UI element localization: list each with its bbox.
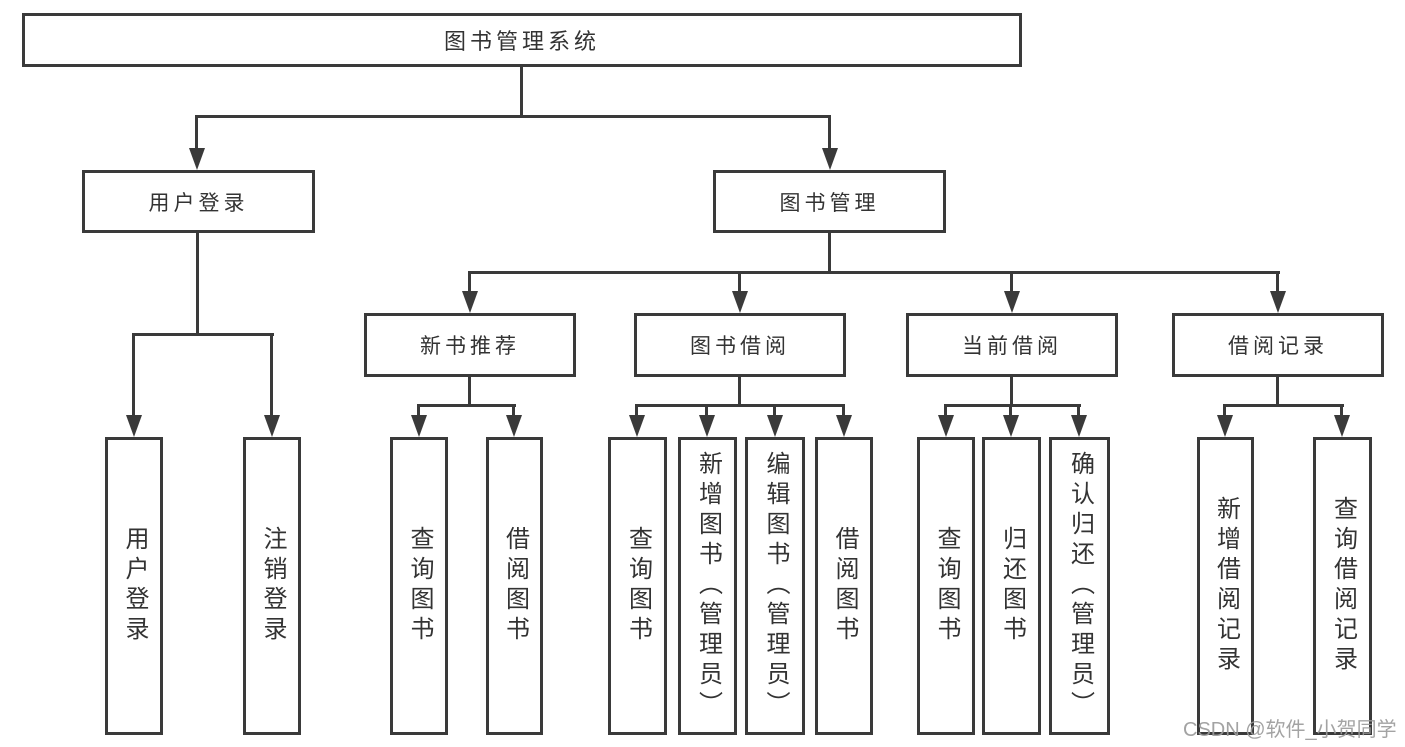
connector-line	[520, 66, 523, 118]
node-leaf-query-books-current: 查询图书	[917, 437, 975, 735]
arrow-down-icon	[732, 291, 748, 313]
connector-line	[773, 404, 776, 417]
node-user-login: 用户登录	[82, 170, 315, 233]
node-label: 编辑图书（管理员）	[762, 451, 789, 721]
arrow-down-icon	[822, 148, 838, 170]
connector-line	[1010, 376, 1013, 407]
connector-line	[132, 333, 274, 336]
connector-line	[635, 404, 845, 407]
connector-line	[1276, 376, 1279, 407]
arrow-down-icon	[1071, 415, 1087, 437]
connector-line	[1077, 404, 1080, 417]
node-current-borrowing: 当前借阅	[906, 313, 1118, 377]
connector-line	[270, 333, 273, 417]
node-label: 新书推荐	[420, 335, 520, 358]
connector-line	[1276, 271, 1279, 293]
arrow-down-icon	[126, 415, 142, 437]
node-leaf-add-borrow-record: 新增借阅记录	[1197, 437, 1254, 735]
node-book-management: 图书管理	[713, 170, 946, 233]
connector-line	[1223, 404, 1344, 407]
arrow-down-icon	[264, 415, 280, 437]
node-leaf-query-books-borrowing: 查询图书	[608, 437, 667, 735]
connector-line	[468, 271, 1280, 274]
connector-line	[1340, 404, 1343, 417]
node-leaf-confirm-return-admin: 确认归还（管理员）	[1049, 437, 1110, 735]
connector-line	[738, 271, 741, 293]
connector-line	[1009, 404, 1012, 417]
arrow-down-icon	[189, 148, 205, 170]
arrow-down-icon	[1003, 415, 1019, 437]
connector-line	[1223, 404, 1226, 417]
node-root-label: 图书管理系统	[443, 29, 600, 54]
connector-line	[417, 404, 516, 407]
node-label: 归还图书	[998, 526, 1026, 646]
connector-line	[195, 115, 198, 150]
node-borrowing-records: 借阅记录	[1172, 313, 1384, 377]
node-label: 借阅记录	[1228, 335, 1328, 358]
arrow-down-icon	[938, 415, 954, 437]
arrow-down-icon	[629, 415, 645, 437]
node-label: 确认归还（管理员）	[1066, 451, 1094, 721]
node-leaf-logout: 注销登录	[243, 437, 301, 735]
node-label: 查询图书	[933, 526, 960, 646]
node-label: 注销登录	[259, 526, 286, 646]
node-leaf-add-book-admin: 新增图书（管理员）	[678, 437, 737, 735]
connector-line	[842, 404, 845, 417]
node-label: 用户登录	[148, 191, 249, 215]
arrow-down-icon	[1217, 415, 1233, 437]
node-leaf-query-borrow-record: 查询借阅记录	[1313, 437, 1372, 735]
node-label: 查询图书	[624, 526, 652, 646]
connector-line	[738, 376, 741, 407]
arrow-down-icon	[1334, 415, 1350, 437]
node-label: 借阅图书	[831, 526, 858, 646]
node-label: 当前借阅	[962, 335, 1062, 358]
node-root: 图书管理系统	[22, 13, 1022, 67]
connector-line	[828, 115, 831, 150]
connector-line	[1010, 271, 1013, 293]
connector-line	[705, 404, 708, 417]
node-label: 新增借阅记录	[1212, 496, 1240, 676]
node-leaf-borrow-books: 借阅图书	[815, 437, 873, 735]
arrow-down-icon	[1004, 291, 1020, 313]
arrow-down-icon	[462, 291, 478, 313]
node-leaf-return-book: 归还图书	[982, 437, 1041, 735]
arrow-down-icon	[836, 415, 852, 437]
arrow-down-icon	[1270, 291, 1286, 313]
connector-line	[468, 271, 471, 293]
connector-line	[417, 404, 420, 417]
node-label: 查询借阅记录	[1329, 496, 1357, 676]
node-label: 图书管理	[779, 191, 880, 215]
connector-line	[512, 404, 515, 417]
node-label: 借阅图书	[501, 526, 529, 646]
node-new-book-recommend: 新书推荐	[364, 313, 576, 377]
arrow-down-icon	[506, 415, 522, 437]
node-book-borrowing: 图书借阅	[634, 313, 846, 377]
csdn-watermark: CSDN @软件_小贺同学	[1183, 719, 1397, 741]
connector-line	[828, 232, 831, 274]
node-label: 查询图书	[406, 526, 433, 646]
connector-line	[944, 404, 947, 417]
connector-line	[944, 404, 1081, 407]
node-leaf-edit-book-admin: 编辑图书（管理员）	[745, 437, 805, 735]
connector-line	[196, 232, 199, 336]
connector-line	[468, 376, 471, 407]
node-label: 用户登录	[121, 526, 148, 646]
node-leaf-user-login: 用户登录	[105, 437, 163, 735]
arrow-down-icon	[767, 415, 783, 437]
node-label: 新增图书（管理员）	[694, 451, 722, 721]
node-label: 图书借阅	[690, 335, 790, 358]
connector-line	[132, 333, 135, 417]
arrow-down-icon	[699, 415, 715, 437]
connector-line	[635, 404, 638, 417]
connector-line	[195, 115, 831, 118]
node-leaf-borrow-books-recommend: 借阅图书	[486, 437, 543, 735]
node-leaf-query-books-recommend: 查询图书	[390, 437, 448, 735]
arrow-down-icon	[411, 415, 427, 437]
